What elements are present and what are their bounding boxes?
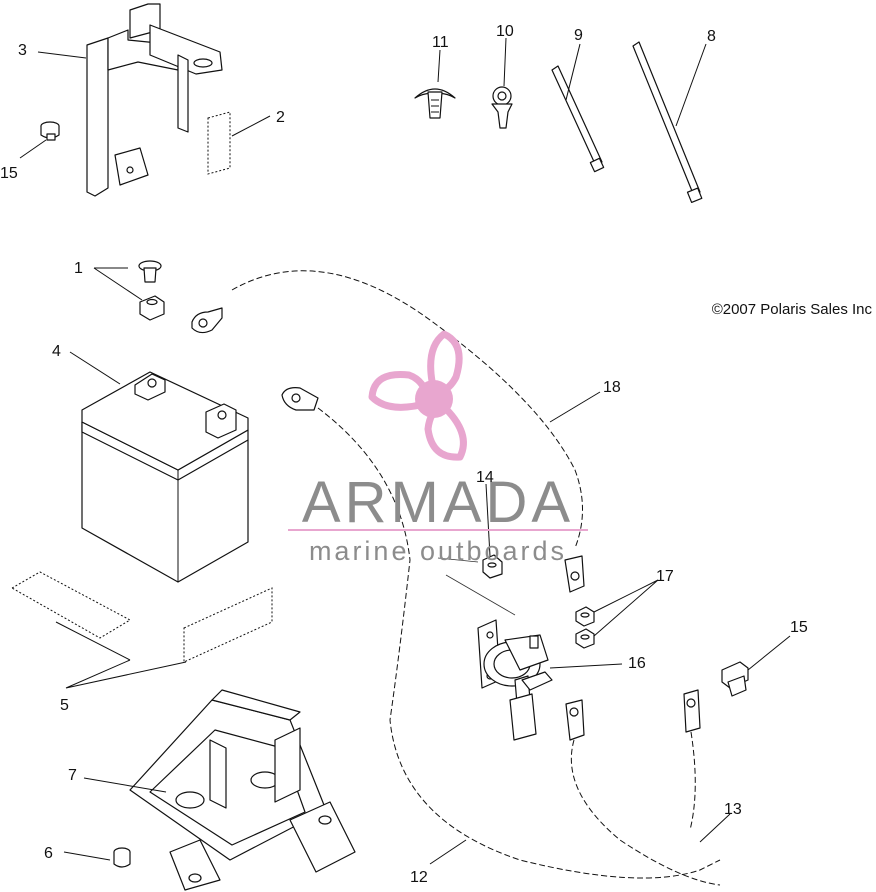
part-4-battery bbox=[81, 371, 249, 583]
callout-5: 5 bbox=[60, 697, 69, 714]
callout-15-top: 15 bbox=[0, 165, 18, 182]
callout-18: 18 bbox=[603, 379, 621, 396]
callout-8: 8 bbox=[707, 28, 716, 45]
callout-9: 9 bbox=[574, 27, 583, 44]
callout-10: 10 bbox=[496, 23, 514, 40]
part-1-bolt-nut bbox=[138, 260, 165, 321]
part-14-nut bbox=[482, 554, 503, 579]
part-15-screw-top bbox=[40, 121, 60, 141]
part-15-screw-right bbox=[721, 661, 749, 697]
watermark-subtitle: marine outboards bbox=[309, 536, 567, 566]
battery-cable-end bbox=[191, 307, 223, 334]
callout-15-right: 15 bbox=[790, 619, 808, 636]
part-8-cable-tie bbox=[632, 41, 703, 204]
leader-lines bbox=[19, 37, 791, 865]
watermark: ARMADA marine outboards bbox=[288, 330, 588, 566]
callout-3: 3 bbox=[18, 42, 27, 59]
part-12-cable-end bbox=[281, 387, 319, 411]
leader-hidden bbox=[437, 557, 516, 616]
part-3-holddown-bracket bbox=[86, 3, 223, 197]
callout-17: 17 bbox=[656, 568, 674, 585]
callout-11: 11 bbox=[432, 34, 449, 51]
part-18-cable-end bbox=[564, 555, 585, 593]
callout-14: 14 bbox=[476, 469, 494, 486]
callout-12: 12 bbox=[410, 869, 428, 886]
callout-numbers: 1 2 3 4 5 6 7 8 9 10 11 12 13 14 15 15 1… bbox=[0, 23, 808, 886]
copyright-text: ©2007 Polaris Sales Inc bbox=[712, 301, 873, 318]
part-18-cable bbox=[231, 270, 583, 549]
callout-13: 13 bbox=[724, 801, 742, 818]
part-6-screw bbox=[113, 847, 131, 868]
part-7-battery-tray bbox=[129, 689, 356, 891]
part-10-wire-clip bbox=[491, 86, 513, 129]
part-13-cable-end-right bbox=[683, 689, 701, 733]
part-17-nuts bbox=[575, 606, 595, 649]
callout-2: 2 bbox=[276, 109, 285, 126]
callout-16: 16 bbox=[628, 655, 646, 672]
propeller-logo-icon bbox=[368, 330, 467, 461]
callout-6: 6 bbox=[44, 845, 53, 862]
part-5-labels bbox=[10, 571, 273, 663]
part-16-solenoid bbox=[477, 619, 553, 741]
part-13-cable-end-left bbox=[565, 699, 585, 741]
callout-7: 7 bbox=[68, 767, 77, 784]
part-13-cable bbox=[570, 731, 721, 886]
part-11-push-clip bbox=[414, 88, 456, 119]
callout-4: 4 bbox=[52, 343, 61, 360]
watermark-title: ARMADA bbox=[302, 470, 574, 535]
callout-1: 1 bbox=[74, 260, 83, 277]
part-2-label bbox=[207, 111, 231, 175]
part-9-cable-tie bbox=[551, 65, 605, 173]
part-12-cable bbox=[317, 407, 721, 879]
